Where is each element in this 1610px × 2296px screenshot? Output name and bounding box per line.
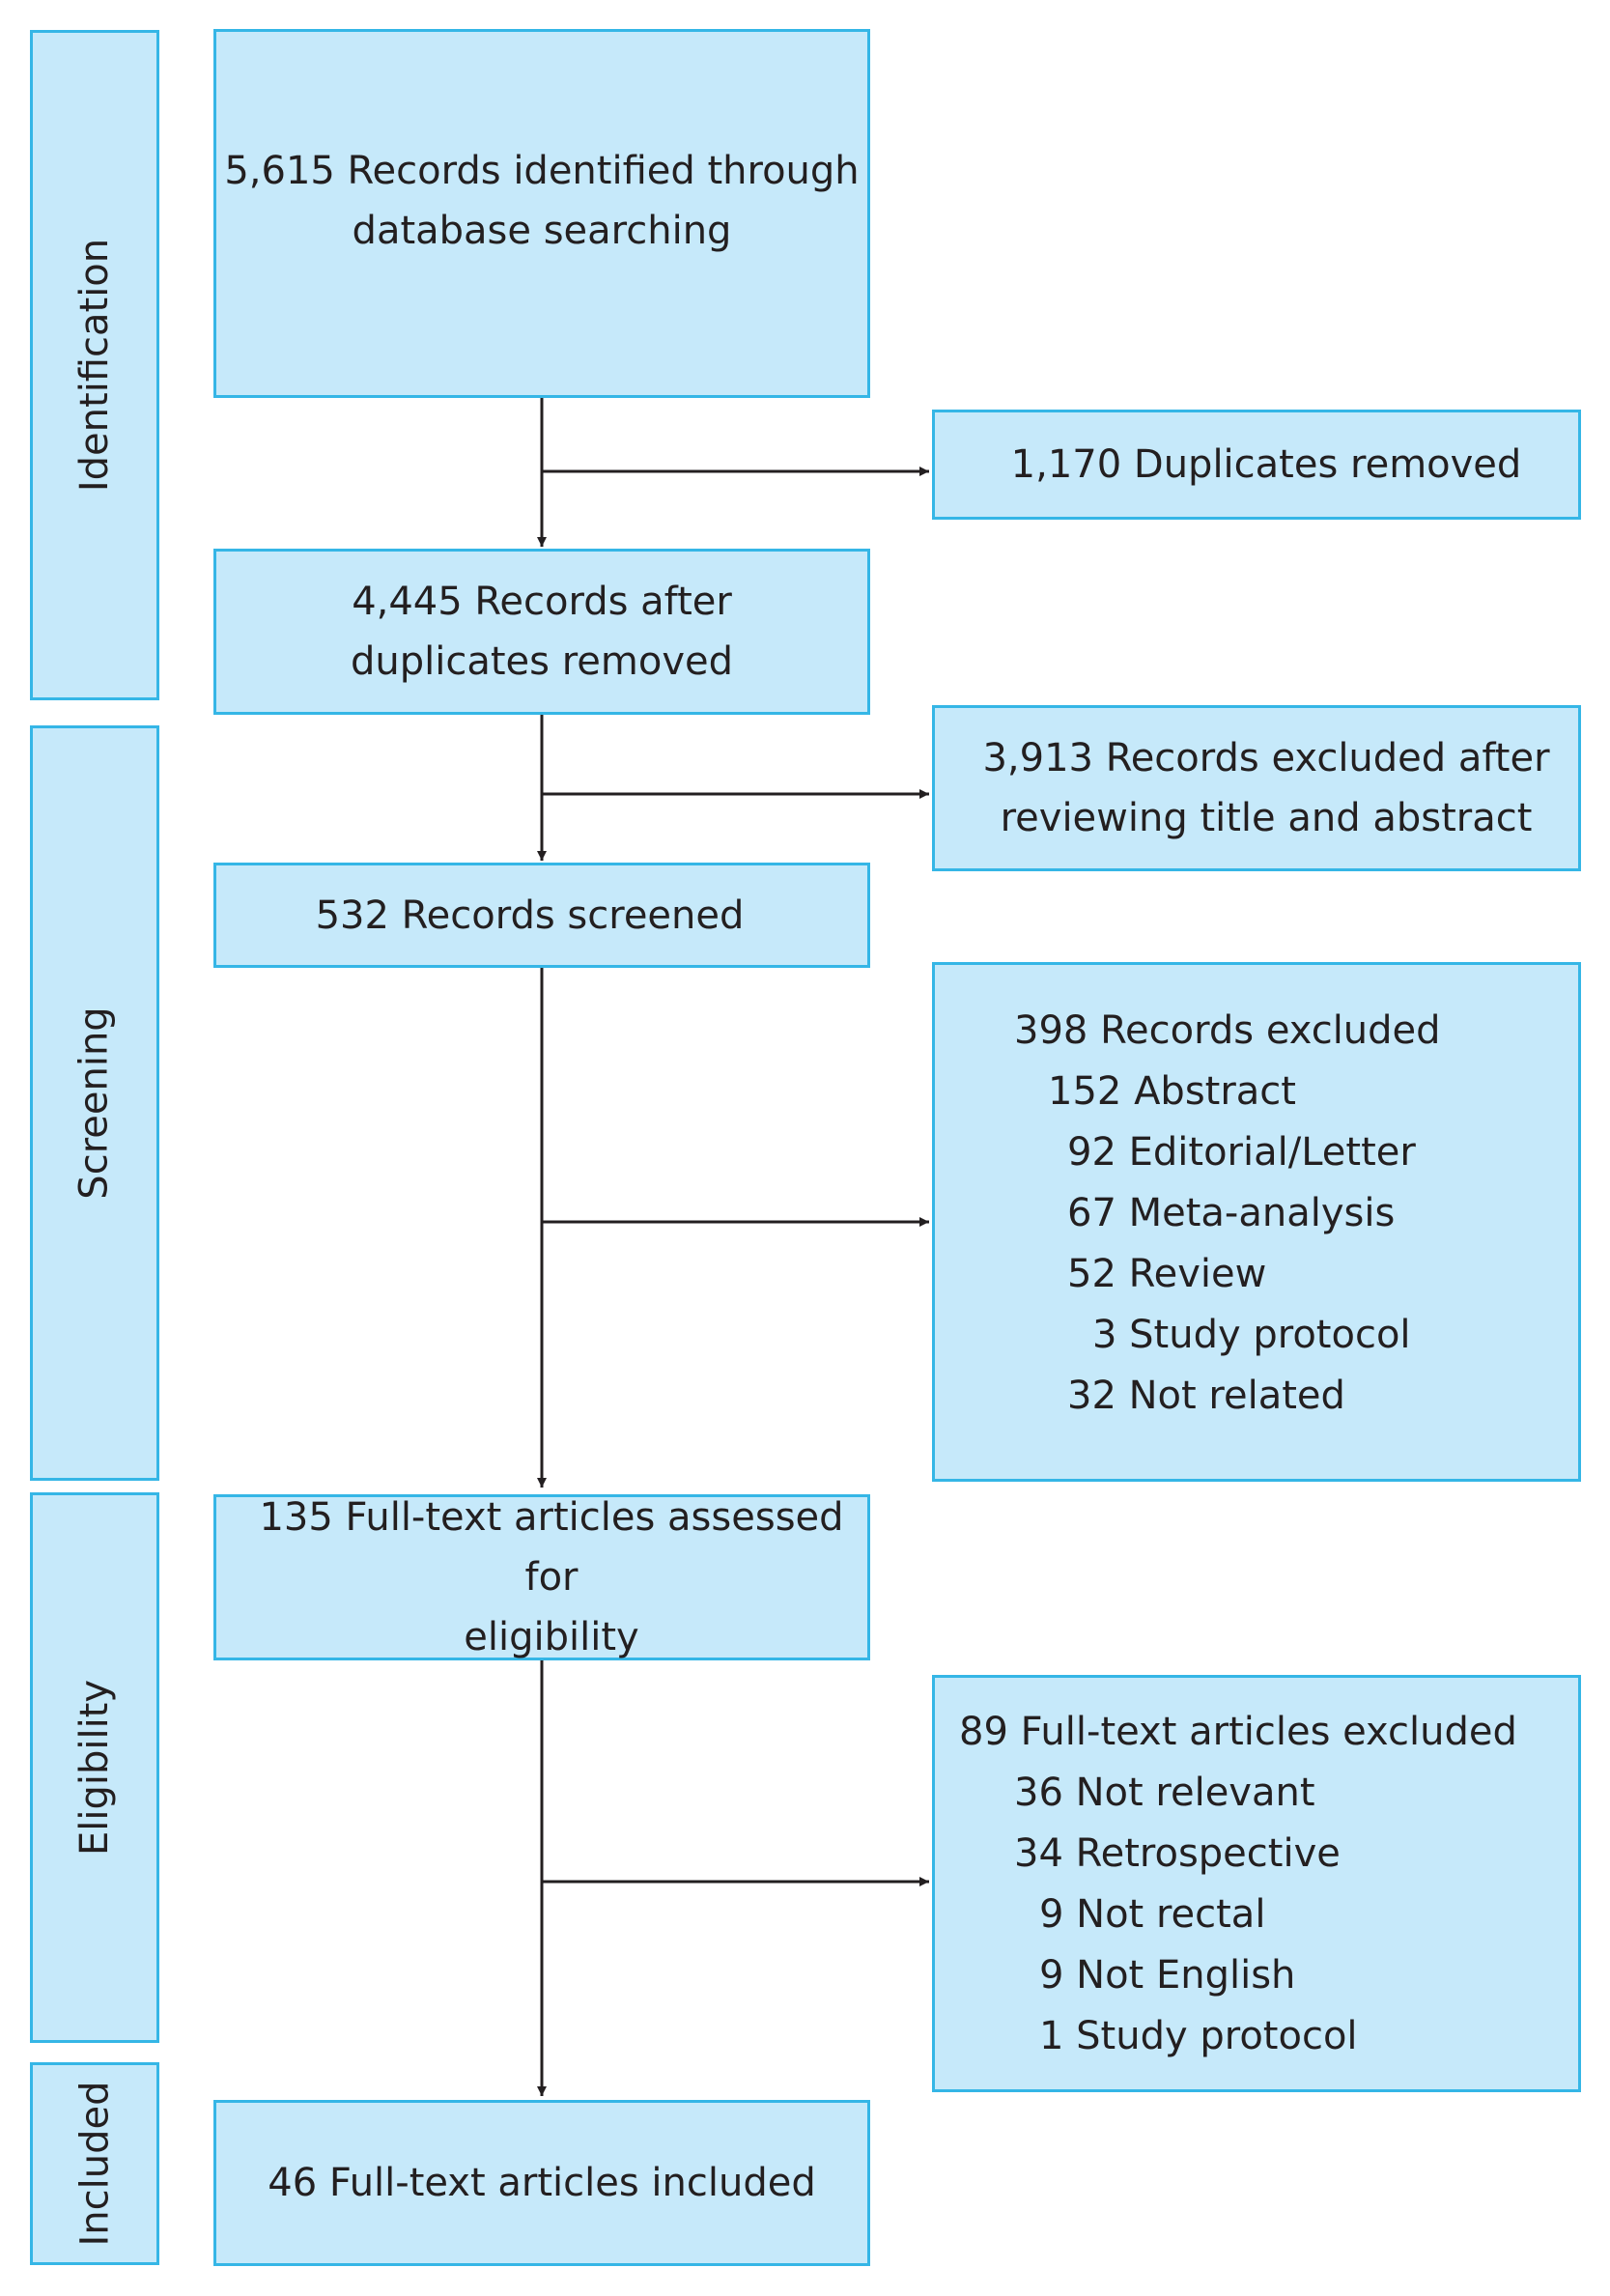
duplicates-removed-text: 1,170 Duplicates removed xyxy=(1010,442,1522,487)
records-excluded-item: 67 Meta-analysis xyxy=(1067,1191,1396,1235)
records-excluded-header: 398 Records excluded xyxy=(1014,1008,1441,1053)
phase-eligibility: Eligibility xyxy=(30,1492,159,2043)
fulltext-excluded-box: 89 Full-text articles excluded 36 Not re… xyxy=(932,1675,1581,2092)
records-excluded-item: 92 Editorial/Letter xyxy=(1067,1130,1416,1175)
records-excluded-item: 32 Not related xyxy=(1067,1374,1345,1418)
fulltext-excluded-item: 9 Not English xyxy=(1039,1953,1296,1998)
fulltext-assessed-text: 135 Full-text articles assessed for elig… xyxy=(259,1495,844,1659)
records-excluded-item: 3 Study protocol xyxy=(1092,1313,1411,1357)
phase-screening: Screening xyxy=(30,725,159,1481)
fulltext-included-box: 46 Full-text articles included xyxy=(213,2100,870,2266)
records-identified-text: 5,615 Records identified through databas… xyxy=(224,149,860,253)
fulltext-excluded-item: 9 Not rectal xyxy=(1039,1892,1266,1937)
fulltext-excluded-header: 89 Full-text articles excluded xyxy=(959,1710,1517,1754)
fulltext-excluded-item: 34 Retrospective xyxy=(1014,1831,1341,1876)
excluded-title-abstract-box: 3,913 Records excluded after reviewing t… xyxy=(932,705,1581,871)
records-screened-text: 532 Records screened xyxy=(315,893,745,938)
records-excluded-box: 398 Records excluded 152 Abstract 92 Edi… xyxy=(932,962,1581,1482)
phase-identification: Identification xyxy=(30,30,159,700)
records-screened-box: 532 Records screened xyxy=(213,863,870,968)
after-duplicates-text: 4,445 Records after duplicates removed xyxy=(351,580,733,684)
fulltext-excluded-item: 1 Study protocol xyxy=(1039,2014,1358,2058)
excluded-title-abstract-text: 3,913 Records excluded after reviewing t… xyxy=(982,736,1550,840)
after-duplicates-box: 4,445 Records after duplicates removed xyxy=(213,549,870,715)
fulltext-included-text: 46 Full-text articles included xyxy=(268,2161,816,2205)
fulltext-excluded-item: 36 Not relevant xyxy=(1014,1771,1315,1815)
duplicates-removed-box: 1,170 Duplicates removed xyxy=(932,410,1581,520)
records-excluded-item: 152 Abstract xyxy=(1048,1069,1296,1114)
phase-included: Included xyxy=(30,2062,159,2265)
fulltext-assessed-box: 135 Full-text articles assessed for elig… xyxy=(213,1494,870,1660)
records-excluded-item: 52 Review xyxy=(1067,1252,1267,1296)
records-identified-box: 5,615 Records identified through databas… xyxy=(213,29,870,398)
